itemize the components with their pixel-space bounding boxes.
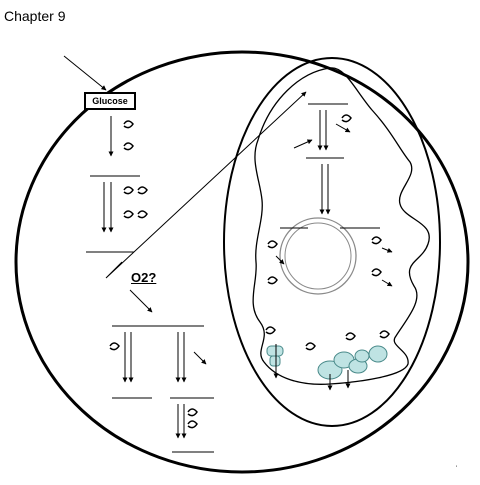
- oxygen-branch-arrow: [129, 289, 153, 313]
- mito-input-arrow: [293, 139, 313, 149]
- mitochondrion-outer-membrane: [223, 57, 441, 427]
- matrix-cycle-circle: [279, 217, 357, 295]
- mitochondrion-inner-membrane: [252, 67, 430, 385]
- oxygen-question-label: O2?: [131, 270, 157, 285]
- input-arrow: [63, 55, 107, 91]
- down-arrow-icon: [273, 344, 351, 391]
- mito-output-arrow: [335, 123, 351, 133]
- fermentation-side-arrow: [193, 351, 207, 365]
- down-arrow-icon: [275, 247, 393, 287]
- curved-reaction-arrow-icon: [123, 120, 148, 219]
- matrix-cycle-inner-circle: [284, 222, 352, 290]
- glucose-label: Glucose: [84, 92, 136, 110]
- curved-reaction-arrow-icon: [265, 114, 390, 351]
- small-mark: ': [456, 466, 457, 472]
- curved-reaction-arrow-icon: [109, 342, 198, 429]
- cell-membrane: [14, 50, 470, 474]
- pyruvate-transport-arrow: [105, 91, 307, 279]
- page-title: Chapter 9: [4, 8, 66, 24]
- membrane-protein-icon: [266, 345, 388, 380]
